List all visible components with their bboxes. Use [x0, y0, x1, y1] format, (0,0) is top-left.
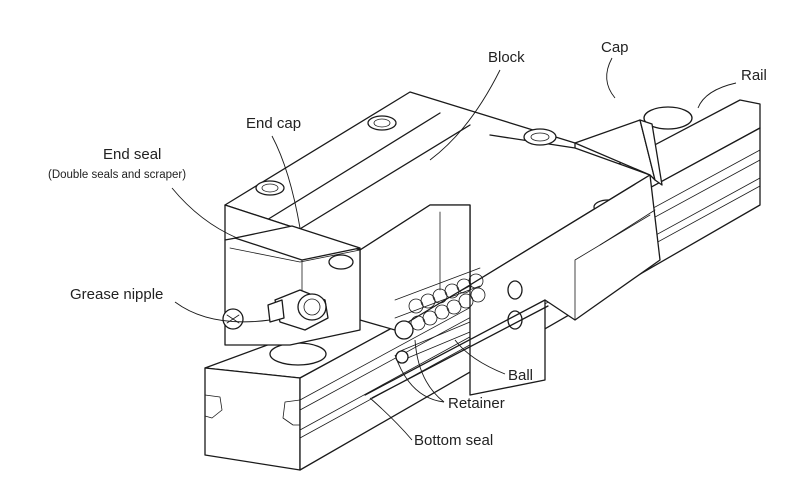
label-cap: Cap: [601, 39, 629, 56]
label-retainer: Retainer: [448, 395, 505, 412]
leader-rail: [697, 82, 737, 109]
labels: Block Cap Rail End cap End seal (Double …: [48, 39, 767, 449]
label-ball: Ball: [508, 367, 533, 384]
label-end-seal-note: (Double seals and scraper): [48, 169, 186, 181]
leader-ball: [454, 339, 506, 375]
block: [224, 91, 663, 396]
leader-lines: [171, 57, 737, 441]
label-rail: Rail: [741, 67, 767, 84]
leader-cap: [606, 57, 616, 99]
leader-end-cap: [271, 135, 301, 229]
grease-nipple: [267, 289, 329, 331]
label-block: Block: [488, 49, 525, 66]
bottom-seal: [364, 299, 549, 399]
leader-retainer-2: [414, 339, 445, 403]
leader-end-seal: [171, 187, 238, 239]
leader-grease-nipple: [174, 301, 271, 323]
label-end-cap: End cap: [246, 115, 301, 132]
leader-retainer-1: [394, 354, 445, 403]
label-bottom-seal: Bottom seal: [414, 432, 493, 449]
ball-chain: [394, 267, 486, 364]
end-cap: [222, 225, 361, 346]
ball: [394, 273, 486, 364]
leader-bottom-seal: [369, 397, 413, 441]
label-end-seal: End seal: [103, 146, 161, 163]
label-grease-nipple: Grease nipple: [70, 286, 163, 303]
leader-block: [429, 69, 501, 161]
